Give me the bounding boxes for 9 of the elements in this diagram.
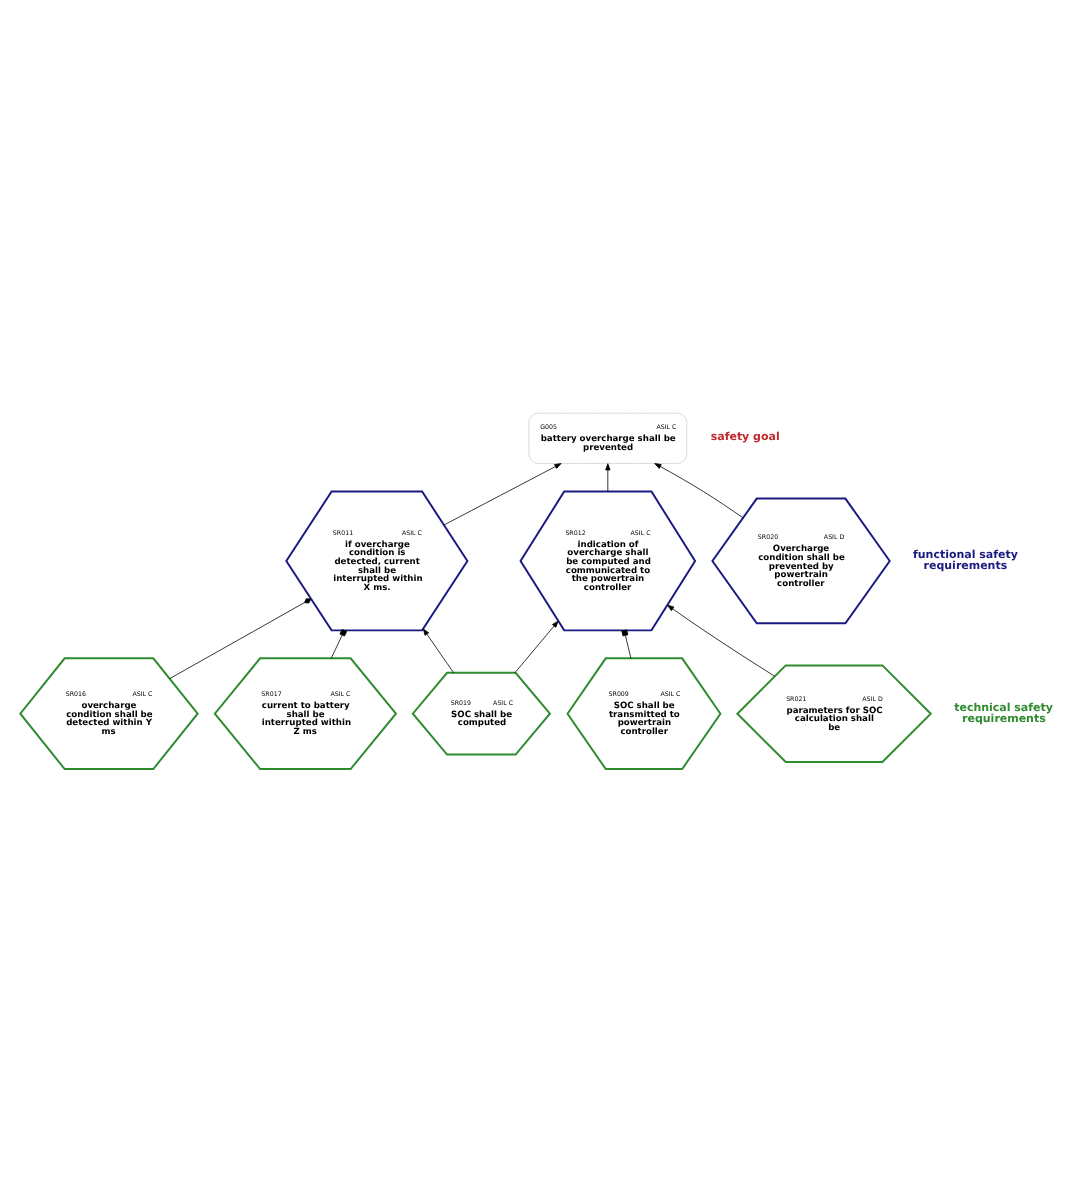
arrow xyxy=(667,604,775,677)
arrow xyxy=(514,620,559,674)
connector xyxy=(169,598,312,679)
arrow xyxy=(422,628,454,674)
arrow xyxy=(605,463,611,492)
arrow xyxy=(443,463,562,526)
connector xyxy=(330,629,348,659)
arrow xyxy=(654,463,744,519)
connector xyxy=(621,629,632,659)
